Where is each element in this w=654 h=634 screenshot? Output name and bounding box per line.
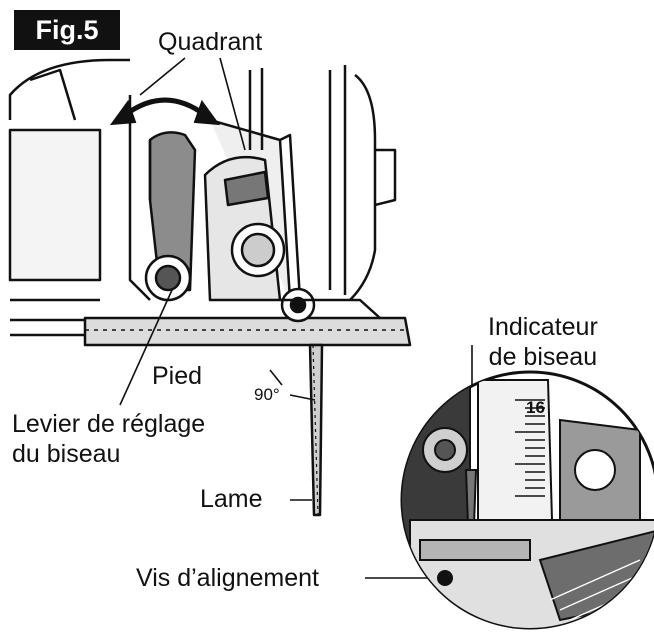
- angle-tick: [269, 369, 283, 386]
- label-vis: Vis d’alignement: [136, 564, 319, 592]
- label-levier-line1: Levier de réglage: [12, 410, 206, 438]
- label-levier-line2: du biseau: [12, 439, 121, 468]
- scale-number: 16: [526, 398, 545, 417]
- label-quadrant: Quadrant: [158, 28, 263, 56]
- label-angle: 90°: [254, 385, 280, 404]
- saw-body: [8, 58, 412, 517]
- figure-label: Fig.5: [35, 14, 99, 45]
- detail-inset: [400, 370, 654, 630]
- angle-leader: [289, 394, 316, 401]
- label-pied: Pied: [152, 362, 203, 390]
- figure-badge: Fig.5: [14, 10, 120, 50]
- label-indicateur-line2: de biseau: [488, 342, 598, 371]
- label-levier: Levier de réglage du biseau: [12, 410, 205, 469]
- label-indicateur-line1: Indicateur: [488, 313, 598, 341]
- label-lame: Lame: [200, 485, 263, 513]
- bevel-scale-ticks: [515, 399, 545, 497]
- quadrant-leader-2: [219, 57, 246, 151]
- label-indicateur: Indicateur de biseau: [488, 313, 598, 372]
- levier-leader: [119, 289, 173, 406]
- quadrant-leader-1: [139, 57, 186, 96]
- tilt-arrow: [109, 97, 221, 126]
